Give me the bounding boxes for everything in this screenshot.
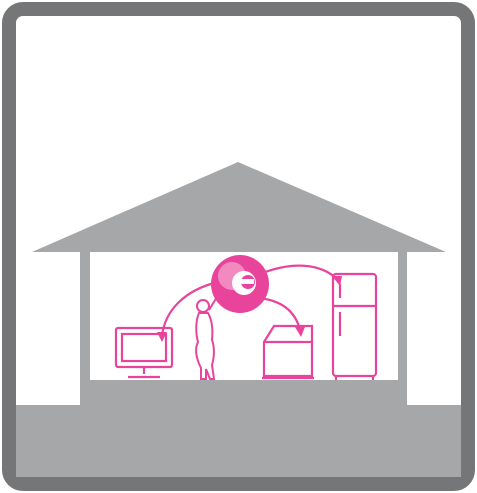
energy-hub-icon: [211, 255, 269, 313]
ground: [16, 405, 461, 477]
hub-symbol-bar: [236, 279, 254, 284]
